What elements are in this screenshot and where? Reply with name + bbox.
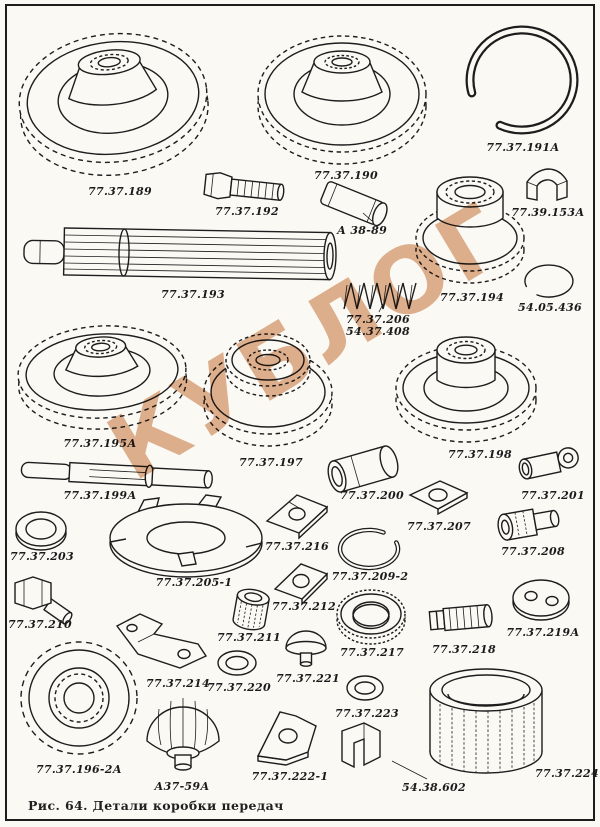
- part-label-77-37-191a: 77.37.191А: [486, 141, 560, 154]
- part-label-77-37-210: 77.37.210: [8, 618, 72, 631]
- part-plate-77-37-216: [265, 494, 329, 540]
- part-cap-77-37-221: [285, 630, 327, 667]
- part-label-77-37-205-1: 77.37.205-1: [155, 576, 233, 589]
- part-ring-77-37-220: [217, 650, 257, 676]
- part-plate-77-37-207: [408, 480, 469, 516]
- part-clip-54-38-602: [341, 722, 381, 769]
- part-label-77-37-211: 77.37.211: [217, 631, 281, 644]
- part-fitting-77-37-201: [518, 447, 579, 480]
- part-label-77-37-217: 77.37.217: [340, 646, 404, 659]
- part-label-77-39-153a: 77.39.153А: [511, 206, 585, 219]
- part-label-54-38-602: 54.38.602: [402, 781, 466, 794]
- part-pin-a38-89: [320, 181, 388, 227]
- part-label-77-37-196-2a: 77.37.196-2А: [35, 763, 123, 776]
- part-bracket-77-39-153a: [526, 168, 568, 201]
- part-label-77-37-193: 77.37.193: [161, 288, 225, 301]
- leader-lines: [362, 212, 428, 780]
- part-label-a37-59a: А37-59А: [154, 780, 210, 793]
- part-label-77-37-219a: 77.37.219А: [506, 626, 580, 639]
- part-label-77-37-209-2: 77.37.209-2: [331, 570, 409, 583]
- part-label-77-37-207: 77.37.207: [407, 520, 471, 533]
- part-gear-77-37-196-2a: [20, 641, 138, 755]
- part-disc-77-37-219a: [512, 579, 570, 621]
- part-plug-77-37-218: [428, 604, 493, 632]
- part-bushing-77-37-200: [327, 445, 399, 493]
- part-gear-77-37-190: [257, 35, 427, 165]
- part-label-77-37-208: 77.37.208: [501, 545, 565, 558]
- part-lock-plate-77-37-205-1: [109, 494, 263, 578]
- part-label-77-37-200: 77.37.200: [340, 489, 404, 502]
- part-plate-77-37-222-1: [256, 711, 317, 766]
- part-label-77-37-192: 77.37.192: [215, 205, 279, 218]
- part-label-a38-89: А 38-89: [336, 224, 388, 237]
- part-ring-77-37-223: [346, 675, 384, 701]
- part-gear-77-37-197: [203, 333, 333, 447]
- part-label-77-37-198: 77.37.198: [448, 448, 512, 461]
- part-label-77-37-220: 77.37.220: [207, 681, 271, 694]
- part-label-77-37-197: 77.37.197: [239, 456, 303, 469]
- part-bushing-77-37-211: [232, 588, 270, 631]
- part-label-77-37-223: 77.37.223: [335, 707, 399, 720]
- part-label-77-37-206: 77.37.206: [346, 313, 410, 326]
- part-label-77-37-221: 77.37.221: [276, 672, 340, 685]
- part-snap-ring-77-37-209-2: [337, 527, 401, 571]
- part-label-77-37-212: 77.37.212: [272, 600, 336, 613]
- part-gear-77-37-189: [18, 32, 209, 177]
- part-spring-77-37-206: [343, 282, 417, 310]
- part-label-77-37-214: 77.37.214: [146, 677, 210, 690]
- part-label-77-37-224: 77.37.224: [535, 767, 599, 780]
- part-label-77-37-216: 77.37.216: [265, 540, 329, 553]
- part-bushing-77-37-208: [497, 508, 560, 541]
- part-bracket-77-37-214: [115, 613, 208, 669]
- part-gear-77-37-194: [415, 176, 525, 284]
- part-ring-77-37-217: [336, 589, 406, 645]
- part-label-77-37-203: 77.37.203: [10, 550, 74, 563]
- part-gear-77-37-198: [395, 336, 537, 443]
- part-shaft-77-37-199a: [20, 461, 213, 489]
- part-ring-54-05-436: [524, 264, 574, 298]
- part-knob-a37-59a: [146, 698, 220, 771]
- part-label-77-37-201: 77.37.201: [521, 489, 585, 502]
- part-label-77-37-195a: 77.37.195А: [63, 437, 137, 450]
- figure-caption: Рис. 64. Детали коробки передач: [28, 798, 284, 813]
- part-label-77-37-199a: 77.37.199А: [63, 489, 137, 502]
- part-label-77-37-189: 77.37.189: [88, 185, 152, 198]
- part-bolt-77-37-210: [14, 576, 73, 625]
- part-label-77-37-194: 77.37.194: [440, 291, 504, 304]
- part-label-77-37-190: 77.37.190: [314, 169, 378, 182]
- part-label-77-37-222-1: 77.37.222-1: [251, 770, 329, 783]
- part-shaft-77-37-193: [23, 227, 337, 281]
- part-label-54-37-408: 54.37.408: [346, 325, 410, 338]
- part-drum-77-37-224: [429, 668, 543, 774]
- part-label-77-37-218: 77.37.218: [432, 643, 496, 656]
- part-ring-77-37-203: [15, 511, 67, 551]
- part-snap-ring-77-37-191a: [465, 25, 579, 135]
- part-gear-77-37-195a: [17, 325, 188, 430]
- part-plate-77-37-212: [273, 563, 329, 606]
- part-bolt-77-37-192: [203, 172, 285, 201]
- part-label-54-05-436: 54.05.436: [518, 301, 582, 314]
